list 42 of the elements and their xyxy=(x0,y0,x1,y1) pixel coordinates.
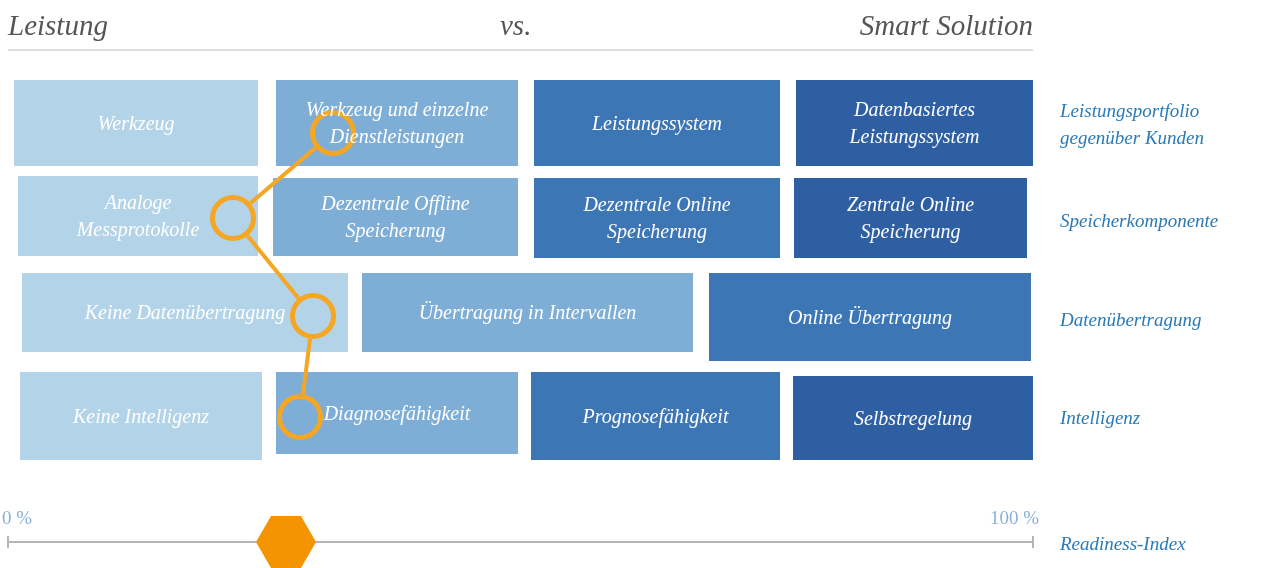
heading-text: vs. xyxy=(500,8,532,43)
tile-text: Online Übertragung xyxy=(788,304,952,331)
tile-text: Dezentrale Offline Speicherung xyxy=(320,191,471,244)
category-tile xyxy=(794,178,1027,258)
category-tile xyxy=(796,80,1033,166)
scale-label: 100 % xyxy=(989,506,1039,530)
connector-line xyxy=(300,338,313,395)
tile-text: Leistungssystem xyxy=(592,110,722,137)
row-label: Intelligenz xyxy=(1060,406,1141,430)
category-tile xyxy=(534,80,780,166)
tile-text: Prognosefähigkeit xyxy=(582,403,729,430)
scale-label: 0 % xyxy=(2,506,33,530)
tile-text: Keine Datenübertragung xyxy=(84,300,286,326)
category-tile xyxy=(22,273,348,352)
category-tile xyxy=(534,178,780,258)
tile-text: Übertragung in Intervallen xyxy=(418,300,637,326)
tile-text: Keine Intelligenz xyxy=(72,403,210,430)
tile-text: Selbstregelung xyxy=(853,405,973,432)
row-label: Speicherkomponente xyxy=(1060,209,1219,233)
category-tile xyxy=(793,376,1033,460)
category-tile xyxy=(14,80,258,166)
tile-text: Datenbasiertes Leistungssystem xyxy=(848,97,981,150)
tile-text: Dezentrale Online Speicherung xyxy=(582,192,732,245)
connector-line xyxy=(249,146,317,205)
connector-line xyxy=(246,234,300,300)
category-tile xyxy=(18,176,258,256)
category-tile xyxy=(273,178,518,256)
category-tile xyxy=(709,273,1031,361)
category-tile xyxy=(276,372,518,454)
tile-text: Diagnosefähigkeit xyxy=(323,400,471,427)
row-label: Leistungsportfolio gegenüber Kunden xyxy=(1060,99,1206,150)
category-tile xyxy=(276,80,518,166)
category-tile xyxy=(531,372,780,460)
tile-text: Analoge Messprotokolle xyxy=(75,190,201,243)
heading-text: Leistung xyxy=(8,8,108,43)
category-tile xyxy=(362,273,693,352)
tile-text: Werkzeug xyxy=(97,110,175,137)
row-label: Datenübertragung xyxy=(1060,308,1202,332)
tile-text: Zentrale Online Speicherung xyxy=(845,192,976,245)
heading-text: Smart Solution xyxy=(859,8,1033,43)
category-tile xyxy=(20,372,262,460)
row-label: Readiness-Index xyxy=(1060,532,1186,556)
